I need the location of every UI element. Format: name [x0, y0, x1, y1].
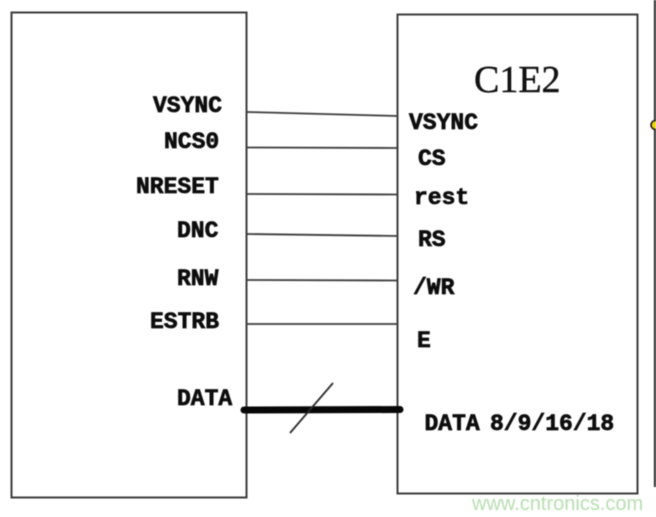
svg-text:RS: RS [418, 227, 446, 253]
svg-text:8/9/16/18: 8/9/16/18 [490, 411, 614, 437]
svg-text:/WR: /WR [413, 275, 455, 301]
svg-text:VSYNC: VSYNC [409, 110, 478, 136]
svg-text:DATA: DATA [425, 411, 480, 437]
svg-text:www.cntronics.com: www.cntronics.com [471, 493, 643, 515]
svg-text:NRESET: NRESET [136, 174, 219, 200]
svg-text:NCS0: NCS0 [164, 129, 219, 155]
svg-text:RNW: RNW [177, 266, 219, 292]
svg-text:C1E2: C1E2 [474, 59, 561, 101]
svg-text:VSYNC: VSYNC [153, 93, 222, 119]
svg-text:CS: CS [418, 146, 446, 172]
svg-text:E: E [417, 328, 431, 354]
svg-text:ESTRB: ESTRB [150, 309, 219, 335]
svg-text:rest: rest [414, 185, 469, 211]
svg-text:DATA: DATA [177, 386, 232, 412]
svg-text:DNC: DNC [177, 218, 219, 244]
